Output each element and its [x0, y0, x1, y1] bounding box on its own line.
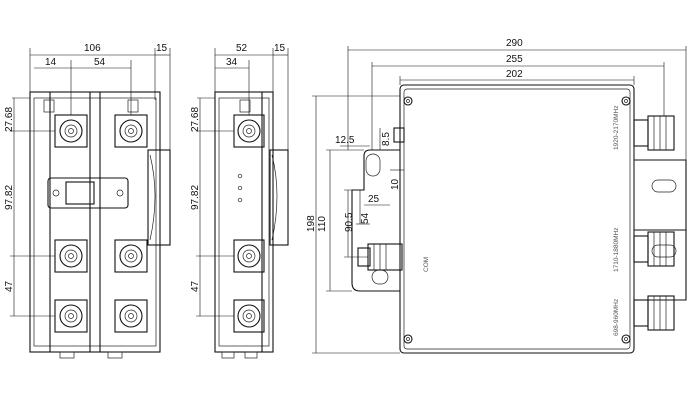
port-connector-high: [633, 115, 675, 151]
front-connector: [114, 114, 148, 148]
port-label-com: COM: [423, 257, 430, 272]
front-connector: [54, 299, 88, 333]
port-label-low: 698-960MHz: [613, 299, 620, 336]
dim-label-10: 10: [390, 178, 401, 190]
dim-label-12-5: 12.5: [335, 135, 355, 146]
dim-label-290: 290: [506, 38, 523, 49]
front-connector: [114, 299, 148, 333]
dim-label-mid: 97.82: [190, 185, 201, 210]
side-connector: [233, 239, 265, 273]
top-view: 290 255 202 12.5 8.5 10 25 54 90.5 198 1…: [306, 38, 687, 354]
dim-label-side: 15: [156, 43, 168, 54]
dim-label-198: 198: [306, 215, 317, 232]
dim-label-54: 54: [360, 212, 371, 224]
screw-icon: [403, 334, 413, 344]
dim-label-202: 202: [506, 69, 523, 80]
front-connector: [54, 114, 88, 148]
dim-label-width: 52: [236, 43, 248, 54]
dim-label-110: 110: [317, 216, 328, 232]
dim-label-90-5: 90.5: [344, 212, 355, 232]
port-label-high: 1920-2170MHz: [613, 106, 620, 150]
dim-label-pitch: 54: [94, 57, 106, 68]
dim-label-side: 15: [274, 43, 286, 54]
screw-icon: [621, 96, 631, 106]
screw-icon: [621, 334, 631, 344]
dim-label-25: 25: [368, 194, 380, 205]
side-connector: [233, 114, 265, 148]
dim-label-bottom: 47: [4, 280, 15, 292]
port-connector-mid: [633, 231, 675, 267]
dim-label-top: 27.68: [4, 107, 15, 132]
dim-label-top: 27.68: [190, 107, 201, 132]
dim-label-mid: 97.82: [4, 185, 15, 210]
dim-label-255: 255: [506, 54, 523, 65]
dim-label-left: 14: [45, 57, 57, 68]
port-label-mid: 1710-1880MHz: [613, 228, 620, 272]
side-view: 52 15 34 27.68 97.82 47: [190, 43, 289, 359]
dim-label-bottom: 47: [190, 280, 201, 292]
dim-label-8-5: 8.5: [381, 132, 392, 146]
screw-icon: [403, 96, 413, 106]
dim-label-width: 106: [84, 43, 101, 54]
front-connector: [114, 239, 148, 273]
port-connector-low: [633, 295, 675, 331]
front-connector: [54, 239, 88, 273]
dim-label-left: 34: [226, 57, 238, 68]
side-connector: [233, 299, 265, 333]
front-view: 106 15 14 54 27.68 97.82 47: [4, 43, 171, 359]
